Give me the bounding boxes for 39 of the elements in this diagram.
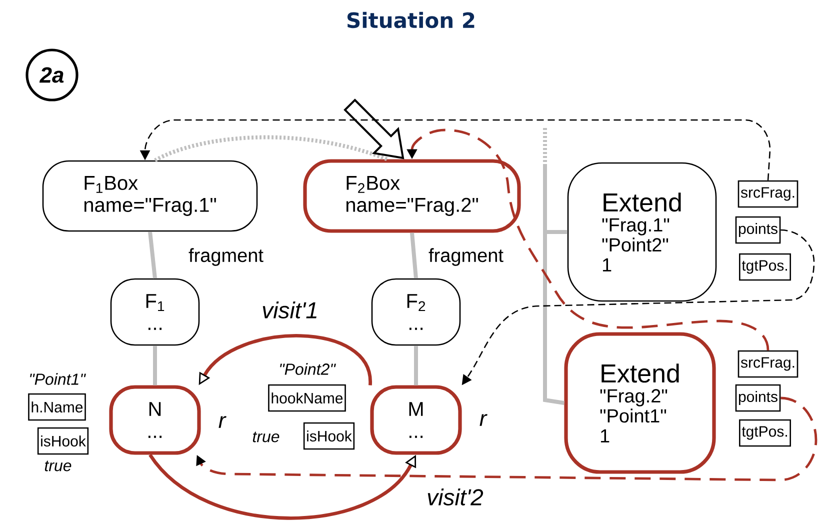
attribute-box: h.Name bbox=[28, 393, 86, 421]
edge-label: fragment bbox=[428, 248, 504, 266]
connector-line bbox=[414, 346, 418, 386]
attribute-box: isHook bbox=[37, 427, 89, 455]
attribute-box: tgtPos. bbox=[739, 253, 791, 281]
rounded-box: F$_{1}$Box name="Frag.1" bbox=[42, 160, 258, 232]
attribute-box: srcFrag. bbox=[738, 180, 798, 208]
rounded-box: Extend "Frag.2" "Point1" 1 bbox=[564, 332, 716, 474]
attribute-box: tgtPos. bbox=[739, 419, 791, 447]
title: Situation 2 bbox=[348, 12, 474, 28]
attribute-box: srcFrag. bbox=[738, 350, 798, 378]
rounded-box: M ... bbox=[370, 385, 462, 455]
rounded-box: Extend "Frag.1" "Point2" 1 bbox=[567, 162, 717, 302]
beside-label: r bbox=[218, 416, 226, 428]
arrow bbox=[148, 454, 416, 520]
beside-label: r bbox=[480, 414, 488, 426]
beside-label: true bbox=[44, 460, 72, 472]
attribute-box: points bbox=[735, 384, 781, 412]
connector-line bbox=[543, 165, 564, 405]
rounded-box: F$_{2}$ ... bbox=[371, 278, 461, 346]
connector-line bbox=[153, 346, 157, 386]
attribute-box: points bbox=[735, 216, 781, 244]
beside-label: "Point1" bbox=[30, 373, 86, 385]
connector-line bbox=[543, 128, 568, 234]
rounded-box: F$_{2}$Box name="Frag.2" bbox=[303, 159, 521, 233]
edge-label: fragment bbox=[188, 248, 264, 266]
dashed-arrow bbox=[196, 396, 818, 482]
attribute-box: isHook bbox=[303, 422, 355, 450]
beside-label: true bbox=[252, 432, 280, 442]
beside-label: "Point2" bbox=[280, 363, 336, 375]
connector-line bbox=[410, 232, 418, 279]
step-badge: 2a bbox=[26, 48, 78, 102]
rounded-box: N ... bbox=[109, 385, 201, 455]
connector-line bbox=[148, 231, 157, 279]
edge-label: visit'2 bbox=[428, 488, 484, 506]
attribute-box: hookName bbox=[268, 384, 346, 412]
edge-label: visit'1 bbox=[262, 302, 316, 318]
rounded-box: F$_{1}$ ... bbox=[110, 278, 200, 346]
arrow bbox=[198, 334, 372, 386]
